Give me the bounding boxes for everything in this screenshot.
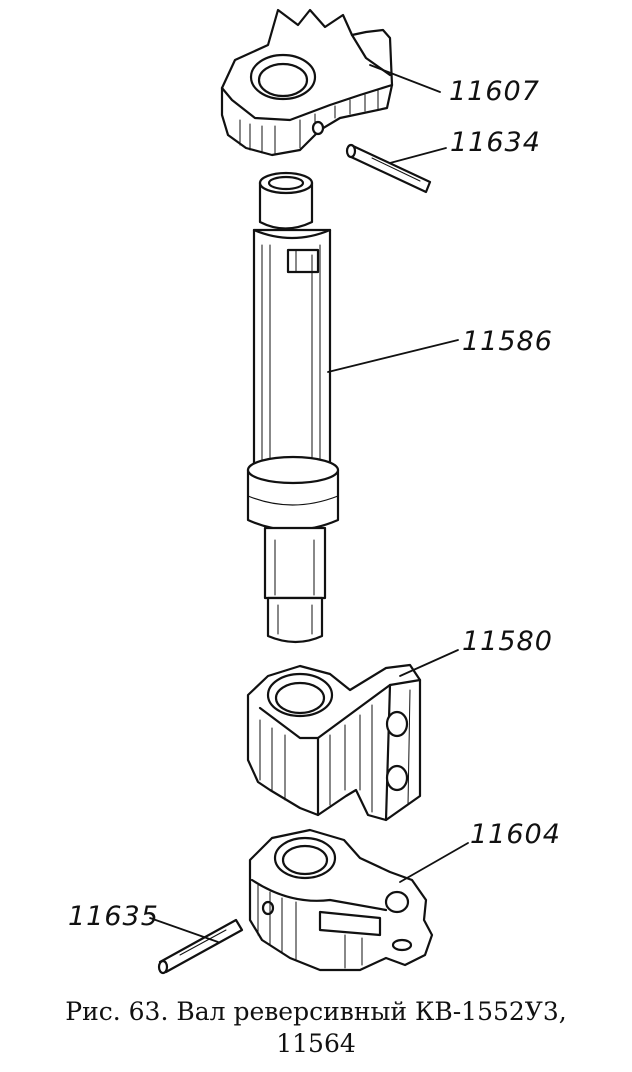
leader-11586 (327, 339, 459, 373)
label-part-11635: 11635 (68, 901, 159, 932)
figure-caption: Рис. 63. Вал реверсивный КВ-1552У3, 1156… (0, 996, 632, 1060)
leader-11635 (149, 917, 219, 943)
exploded-assembly-drawing: 11607 11634 11586 11580 11604 11635 (68, 8, 561, 975)
label-part-11580: 11580 (462, 626, 553, 657)
label-part-11604: 11604 (470, 819, 561, 850)
part-11635-pin (157, 918, 244, 975)
label-part-11607: 11607 (449, 76, 540, 107)
part-11634-pin (345, 143, 432, 194)
leader-11580 (399, 649, 459, 677)
leader-11607 (369, 64, 441, 93)
leader-11634 (389, 147, 447, 164)
part-11604-lever (248, 828, 434, 972)
part-11607-cam (220, 8, 394, 157)
label-part-11586: 11586 (462, 326, 553, 357)
caption-line-2: 11564 (276, 1029, 356, 1058)
part-11580-bracket (246, 663, 422, 822)
label-part-11634: 11634 (450, 127, 541, 158)
caption-line-1: Рис. 63. Вал реверсивный КВ-1552У3, (65, 997, 567, 1026)
part-11586-shaft (246, 171, 340, 644)
leader-11604 (399, 842, 469, 883)
